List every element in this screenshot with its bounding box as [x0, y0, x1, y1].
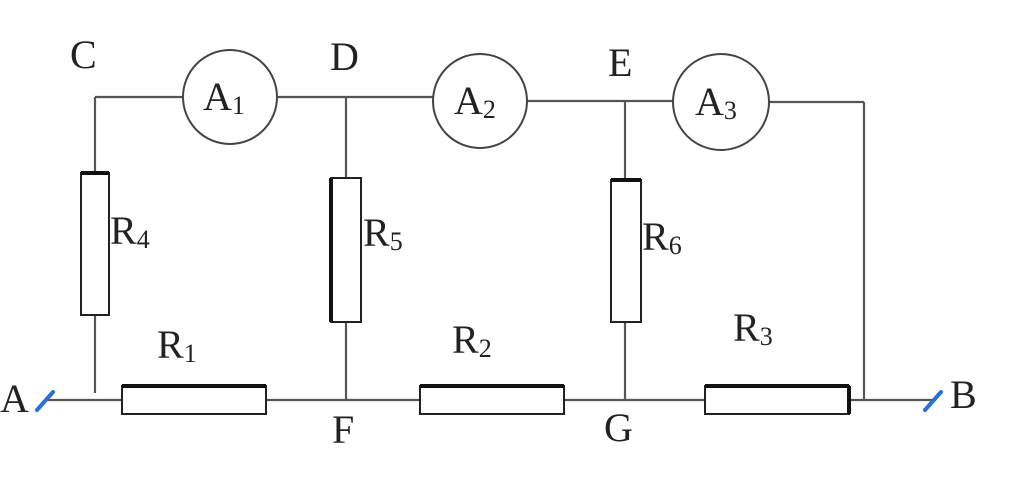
ammeter-a2 [432, 53, 528, 149]
resistor-r3-label: R3 [733, 305, 773, 351]
resistor-r3 [704, 384, 851, 415]
resistor-r4-label: R4 [110, 208, 150, 254]
resistor-r4 [80, 171, 110, 316]
resistor-r1 [121, 384, 267, 415]
node-c-label: C [70, 32, 97, 77]
node-d-label: D [330, 34, 359, 79]
resistor-r6-label: R6 [642, 214, 682, 260]
ammeter-a3-label: A3 [695, 79, 737, 125]
terminal-a-marker [35, 390, 55, 412]
ammeter-a1-label: A1 [203, 74, 245, 120]
resistor-r2-label: R2 [452, 317, 492, 363]
terminal-b-marker [923, 390, 943, 412]
resistor-r6 [610, 178, 642, 323]
resistor-r1-label: R1 [157, 322, 197, 368]
node-b-label: B [950, 372, 977, 417]
node-f-label: F [332, 407, 354, 452]
ammeter-a1 [182, 49, 278, 145]
resistor-r5 [329, 177, 362, 323]
wires [45, 95, 935, 402]
resistor-r5-label: R5 [363, 210, 403, 256]
node-g-label: G [604, 405, 633, 450]
ammeter-a3 [672, 53, 770, 151]
node-a-label: A [0, 376, 29, 421]
ammeter-a2-label: A2 [454, 78, 496, 124]
resistor-r2 [419, 384, 565, 415]
node-e-label: E [608, 40, 632, 85]
